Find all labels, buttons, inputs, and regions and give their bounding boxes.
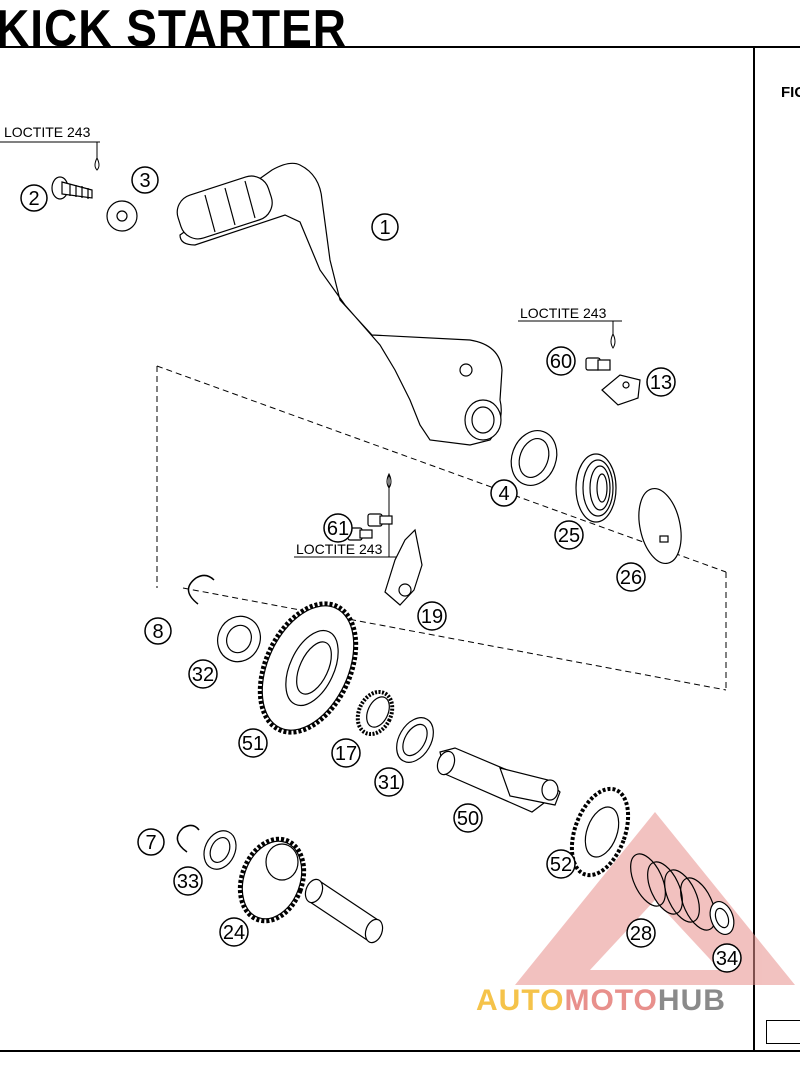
callout-label: 34 [716,948,738,970]
washer-part-31 [396,717,434,763]
frame-box [766,1020,800,1044]
callout-label: 13 [650,372,672,394]
parts-index-heading: FIG [781,84,800,101]
callout-label: 52 [550,854,572,876]
bolts-part-61 [347,513,393,541]
callout-label: 31 [378,772,400,794]
callout-label: 24 [223,922,245,944]
callout-label: 28 [630,923,652,945]
ring-part-4 [510,430,558,486]
callout-3: 3 [131,166,159,194]
callout-4: 4 [490,479,518,507]
washer-part-3 [106,200,138,232]
bolt-part-60 [585,357,611,371]
callout-label: 25 [558,525,580,547]
callout-label: 2 [28,188,39,210]
watermark-logo: AUTOMOTOHUB [476,984,726,1018]
callout-label: 17 [335,743,357,765]
callout-label: 61 [327,518,349,540]
callout-label: 50 [457,808,479,830]
callout-label: 7 [145,832,156,854]
spring-part-28 [630,853,716,931]
pin-part [304,878,384,944]
screw-part-2 [51,176,93,200]
bracket-part-13 [601,374,641,406]
callout-24: 24 [219,917,249,947]
callout-1: 1 [371,213,399,241]
callout-33: 33 [173,866,203,896]
gear-part-52 [569,786,631,878]
callout-25: 25 [554,520,584,550]
callout-label: 1 [379,217,390,239]
loctite-label-top-left: LOCTITE 243 [4,124,91,140]
callout-17: 17 [331,738,361,768]
callout-34: 34 [712,943,742,973]
callout-52: 52 [546,849,576,879]
callout-61: 61 [323,513,353,543]
bottom-rule [0,1050,800,1052]
callout-label: 4 [498,483,509,505]
gear-part-24 [237,836,307,924]
callout-51: 51 [238,728,268,758]
loctite-label-center: LOCTITE 243 [296,541,383,557]
callout-26: 26 [616,562,646,592]
ratchet-part-19 [384,528,423,606]
spring-part-25 [575,453,617,523]
kick-lever-part [176,162,503,446]
watermark-part-auto: AUTO [476,984,565,1017]
callout-19: 19 [417,601,447,631]
callout-31: 31 [374,767,404,797]
callout-label: 8 [152,621,163,643]
assembly-dashed-outline [156,365,727,691]
callout-13: 13 [646,367,676,397]
circlip-part-8 [187,574,215,605]
watermark-part-hub: HUB [657,984,726,1017]
circlip-part-7 [176,824,200,853]
shaft-part-50 [436,747,561,813]
callout-label: 33 [177,871,199,893]
watermark-part-moto: MOTO [564,984,658,1017]
loctite-label-right: LOCTITE 243 [520,305,607,321]
plate-part-26 [638,487,682,565]
callout-label: 26 [620,567,642,589]
callout-label: 3 [139,170,150,192]
callout-label: 32 [192,664,214,686]
callout-32: 32 [188,659,218,689]
bearing-part-17 [355,689,395,737]
parts-index-panel: FIG 1 2 3 4 7 8 13 17 19 24 25 26 28 31 … [757,80,800,640]
callout-50: 50 [453,803,483,833]
callout-7: 7 [137,828,165,856]
callout-label: 60 [550,351,572,373]
callout-8: 8 [144,617,172,645]
washer-part-34 [709,900,735,936]
callout-label: 51 [242,733,264,755]
callout-28: 28 [626,918,656,948]
callout-label: 19 [421,606,443,628]
title-rule [0,46,800,48]
panel-divider [753,46,755,1052]
callout-2: 2 [20,184,48,212]
callout-60: 60 [546,346,576,376]
gear-part-51 [257,601,359,735]
washer-part-32 [217,615,261,663]
washer-part-33 [203,830,237,870]
